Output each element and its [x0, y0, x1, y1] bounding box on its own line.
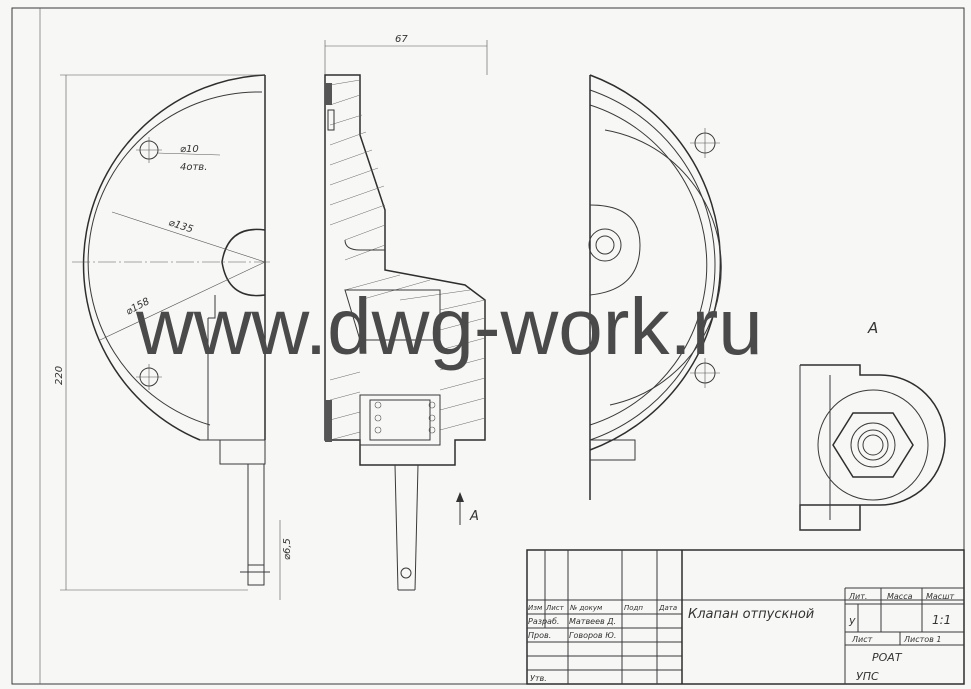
tb-lit-value: у	[848, 614, 856, 627]
view-a	[799, 364, 946, 531]
dim-67: 67	[395, 34, 408, 45]
section-arrow-label: A	[469, 509, 479, 524]
tb-date: Дата	[658, 604, 677, 612]
dim-hole-count: 4отв.	[180, 162, 207, 173]
dim-d6-5: ⌀6,5	[282, 538, 293, 560]
section-view	[324, 40, 488, 591]
sheet-frame	[11, 7, 965, 685]
top-view	[588, 74, 722, 500]
tb-razrab: Разраб.	[528, 617, 559, 626]
tb-sign: Подп	[624, 604, 643, 612]
watermark: www.dwg-work.ru	[136, 282, 763, 371]
tb-checker: Говоров Ю.	[569, 631, 616, 640]
view-a-label: A	[867, 319, 878, 337]
tb-utv: Утв.	[530, 674, 547, 683]
tb-prov: Пров.	[528, 631, 551, 640]
tb-doc: № докум	[569, 604, 603, 612]
tb-mass-label: Масса	[887, 592, 913, 601]
tb-scale-label: Масшт	[926, 592, 955, 601]
tb-izm: Изм	[528, 604, 543, 612]
front-view	[60, 74, 281, 600]
tb-sheet-label: Лист	[851, 635, 873, 644]
title-block	[526, 549, 965, 685]
tb-org-1: РОАТ	[872, 651, 903, 664]
tb-sheets-label: Листов 1	[903, 635, 942, 644]
tb-org-2: УПС	[856, 670, 879, 683]
dim-d135: ⌀135	[167, 217, 194, 235]
dim-d10: ⌀10	[180, 144, 199, 155]
tb-scale-value: 1:1	[932, 613, 951, 627]
tb-list: Лист	[545, 604, 565, 612]
dim-220: 220	[54, 366, 65, 385]
tb-lit-label: Лит.	[848, 592, 867, 601]
drawing-title: Клапан отпускной	[688, 607, 814, 622]
tb-developer: Матвеев Д.	[569, 617, 616, 626]
